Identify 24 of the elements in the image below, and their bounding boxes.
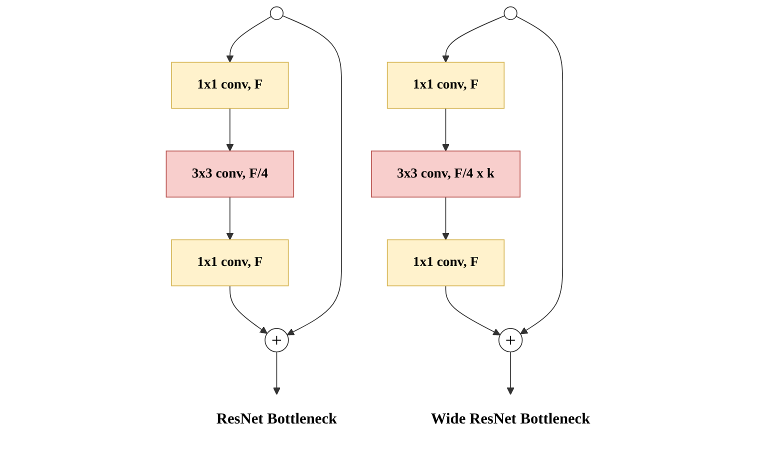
arrow — [442, 196, 450, 240]
node-circle: + — [264, 328, 289, 352]
arrow — [445, 285, 500, 336]
arrow — [226, 196, 234, 240]
arrow — [226, 16, 272, 63]
node-circle: + — [498, 328, 523, 352]
arrow — [442, 15, 506, 63]
node-box: 3x3 conv, F/4 — [166, 150, 294, 198]
arrow — [230, 285, 268, 334]
arrow — [226, 108, 234, 152]
node-circle — [504, 6, 518, 20]
node-circle — [270, 6, 284, 20]
arrow — [516, 16, 564, 334]
node-text: ResNet Bottleneck — [216, 410, 338, 427]
arrow — [506, 351, 514, 395]
arrow — [442, 108, 450, 152]
arrow — [282, 15, 342, 336]
node-text: Wide ResNet Bottleneck — [430, 410, 590, 427]
arrow — [272, 351, 280, 395]
node-box: 1x1 conv, F — [386, 62, 505, 109]
node-box: 1x1 conv, F — [171, 62, 289, 109]
node-box: 1x1 conv, F — [171, 239, 289, 286]
node-box: 1x1 conv, F — [386, 239, 505, 286]
node-box: 3x3 conv, F/4 x k — [370, 150, 520, 198]
